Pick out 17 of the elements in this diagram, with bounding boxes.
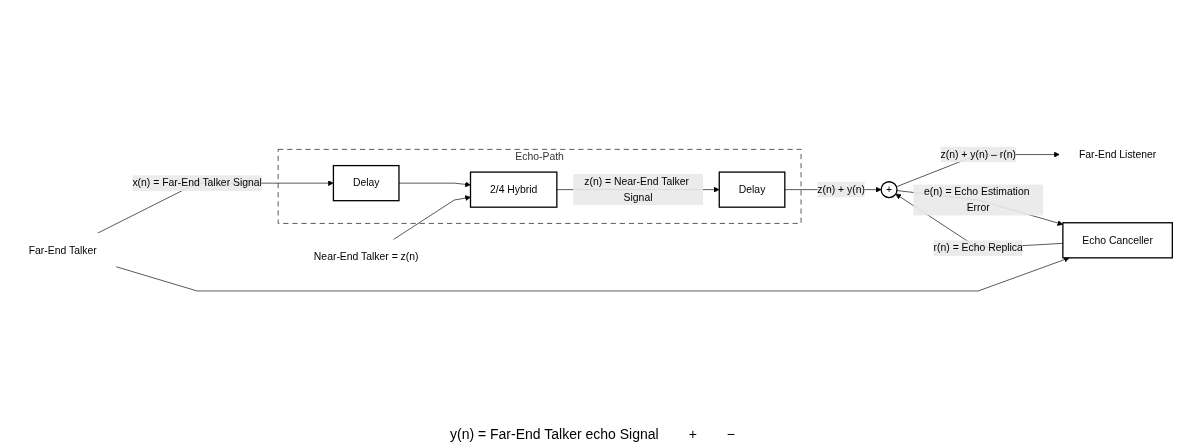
edge-label: z(n) + y(n) – r(n) bbox=[940, 148, 1016, 160]
node-circle: + bbox=[880, 181, 898, 199]
node-box: 2/4 Hybrid bbox=[469, 171, 558, 208]
node-text: Near-End Talker = z(n) bbox=[313, 251, 419, 263]
note-label: y(n) = Far-End Talker echo Signal bbox=[449, 426, 659, 442]
node-box: Delay bbox=[332, 164, 400, 202]
node-text: Far-End Listener bbox=[1078, 148, 1157, 160]
node-box: Echo Canceller bbox=[1062, 222, 1173, 259]
edge-label: x(n) = Far-End Talker Signal bbox=[132, 177, 262, 189]
edge-label: z(n) = Near-End Talker Signal bbox=[584, 176, 689, 203]
edge-label: e(n) = Echo Estimation Error bbox=[924, 186, 1030, 214]
node-text: Far-End Talker bbox=[28, 244, 97, 256]
node-box: Delay bbox=[718, 171, 786, 208]
note-label: − bbox=[726, 426, 736, 442]
note-label: + bbox=[688, 426, 697, 442]
edge-label: r(n) = Echo Replica bbox=[933, 242, 1023, 254]
edge-label: z(n) + y(n) bbox=[817, 183, 865, 195]
